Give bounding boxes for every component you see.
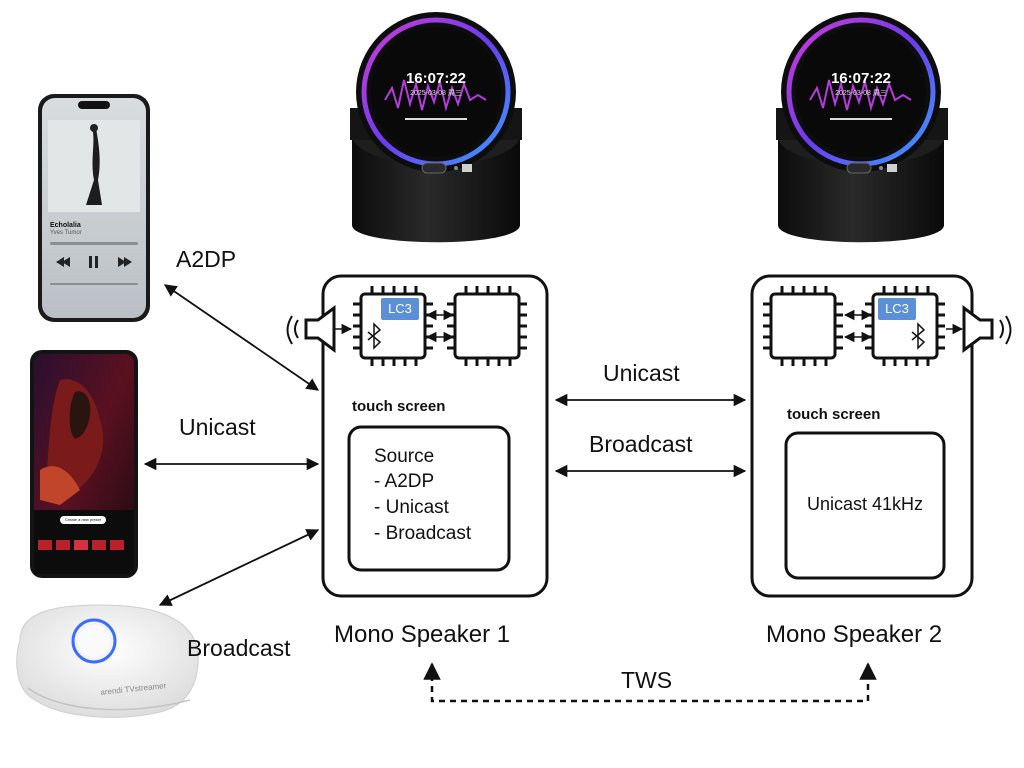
tws-link	[423, 662, 877, 703]
tws-label: TWS	[621, 667, 673, 693]
speaker-1-clock: 16:07:22	[405, 70, 467, 87]
speaker-1-block	[286, 274, 549, 598]
unicast-mid-label: Unicast	[603, 360, 680, 386]
phone-song-artist: Yves Tumor	[50, 230, 82, 236]
lc3-badge-1: LC3	[381, 298, 419, 320]
phone-preset-popup: Create a new preset	[64, 517, 102, 522]
broadcast-mid-label: Broadcast	[589, 431, 693, 457]
speaker-1-date: 2025-03-08 周三	[410, 90, 462, 97]
speaker-2-date: 2025-03-08 周三	[835, 90, 887, 97]
speaker-2-block	[750, 274, 1012, 598]
source-option-unicast: - Unicast	[374, 497, 449, 518]
bluetooth-icon	[911, 322, 926, 350]
touch-screen-1-box	[347, 425, 511, 572]
speaker-icon	[286, 305, 336, 353]
mcu-chip-1	[447, 286, 527, 366]
phone-music-player-image	[38, 94, 150, 322]
bt-chip-2	[865, 286, 945, 366]
source-option-a2dp: - A2DP	[374, 471, 435, 492]
speaker-2-name: Mono Speaker 2	[766, 621, 943, 648]
speaker-2-clock: 16:07:22	[830, 70, 892, 87]
phone-camera-app-image	[30, 350, 138, 578]
speaker-2-hardware-image	[776, 12, 948, 243]
speaker-icon	[962, 305, 1012, 353]
broadcast-left-link	[158, 529, 320, 606]
mcu-chip-2	[763, 286, 843, 366]
speaker-2-screen-status: Unicast 41kHz	[806, 494, 924, 514]
a2dp-label: A2DP	[176, 246, 237, 272]
source-option-broadcast: - Broadcast	[374, 523, 472, 544]
broadcast-left-label: Broadcast	[187, 635, 291, 661]
speaker-1-hardware-image	[350, 12, 522, 243]
bluetooth-icon	[367, 322, 382, 350]
speaker-1-name: Mono Speaker 1	[334, 621, 511, 648]
touch-screen-1-label: touch screen	[352, 398, 446, 415]
lc3-badge-2: LC3	[878, 298, 916, 320]
unicast-left-label: Unicast	[179, 414, 256, 440]
tv-streamer-image	[16, 604, 199, 718]
a2dp-link	[163, 284, 320, 391]
phone-song-title: Echolalia	[50, 222, 81, 229]
touch-screen-2-box	[784, 431, 946, 580]
touch-screen-2-label: touch screen	[787, 406, 881, 423]
source-title: Source	[374, 446, 435, 467]
